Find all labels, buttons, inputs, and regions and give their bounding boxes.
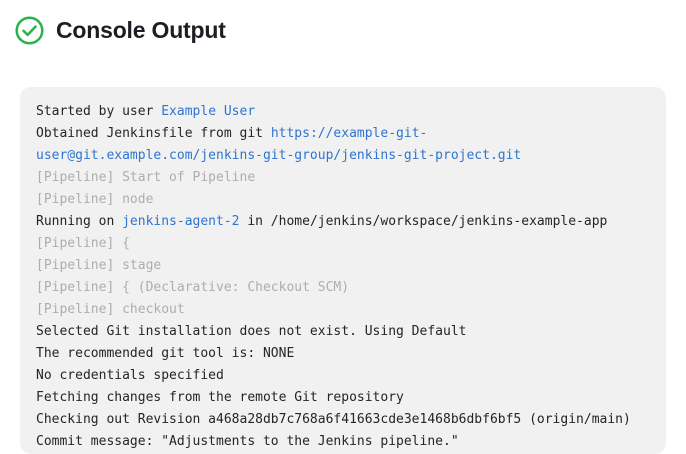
log-text: [Pipeline] checkout <box>36 302 185 317</box>
log-text: [Pipeline] Start of Pipeline <box>36 170 256 185</box>
log-text: Checking out Revision a468a28db7c768a6f4… <box>36 412 631 427</box>
log-line-commit-message: Commit message: "Adjustments to the Jenk… <box>36 431 650 453</box>
log-text: Selected Git installation does not exist… <box>36 324 467 339</box>
page-title: Console Output <box>56 16 226 43</box>
log-text: Fetching changes from the remote Git rep… <box>36 390 404 405</box>
log-line-recommended-git-tool: The recommended git tool is: NONE <box>36 343 650 365</box>
log-line-pipeline-start: [Pipeline] Start of Pipeline <box>36 167 650 189</box>
log-line-started-by-user: Started by user Example User <box>36 101 650 123</box>
log-line-no-credentials: No credentials specified <box>36 365 650 387</box>
log-line-pipeline-stage: [Pipeline] stage <box>36 255 650 277</box>
log-line-pipeline-open-brace: [Pipeline] { <box>36 233 650 255</box>
log-text: Commit message: "Adjustments to the Jenk… <box>36 434 459 449</box>
log-text: Started by user <box>36 104 162 119</box>
log-text: The recommended git tool is: NONE <box>36 346 295 361</box>
check-circle-icon <box>14 15 45 46</box>
log-line-pipeline-checkout: [Pipeline] checkout <box>36 299 650 321</box>
log-line-selected-git-installation: Selected Git installation does not exist… <box>36 321 650 343</box>
log-link[interactable]: jenkins-agent-2 <box>122 214 240 229</box>
log-text: [Pipeline] { (Declarative: Checkout SCM) <box>36 280 350 295</box>
log-line-pipeline-node: [Pipeline] node <box>36 189 650 211</box>
log-line-running-on-agent: Running on jenkins-agent-2 in /home/jenk… <box>36 211 650 233</box>
log-line-fetching-changes: Fetching changes from the remote Git rep… <box>36 387 650 409</box>
log-text: [Pipeline] { <box>36 236 130 251</box>
log-text: Running on <box>36 214 123 229</box>
log-line-checking-out-revision: Checking out Revision a468a28db7c768a6f4… <box>36 409 650 431</box>
log-line-obtained-jenkinsfile: Obtained Jenkinsfile from git https://ex… <box>36 123 650 167</box>
log-link[interactable]: Example User <box>161 104 256 119</box>
log-text: in /home/jenkins/workspace/jenkins-examp… <box>239 214 608 229</box>
log-text: No credentials specified <box>36 368 224 383</box>
log-text: [Pipeline] node <box>36 192 154 207</box>
log-text: [Pipeline] stage <box>36 258 162 273</box>
log-link[interactable]: https://example-git-user@git.example.com… <box>36 126 522 163</box>
log-text: Obtained Jenkinsfile from git <box>36 126 271 141</box>
page-header: Console Output <box>0 0 686 46</box>
log-line-pipeline-declarative-checkout: [Pipeline] { (Declarative: Checkout SCM) <box>36 277 650 299</box>
